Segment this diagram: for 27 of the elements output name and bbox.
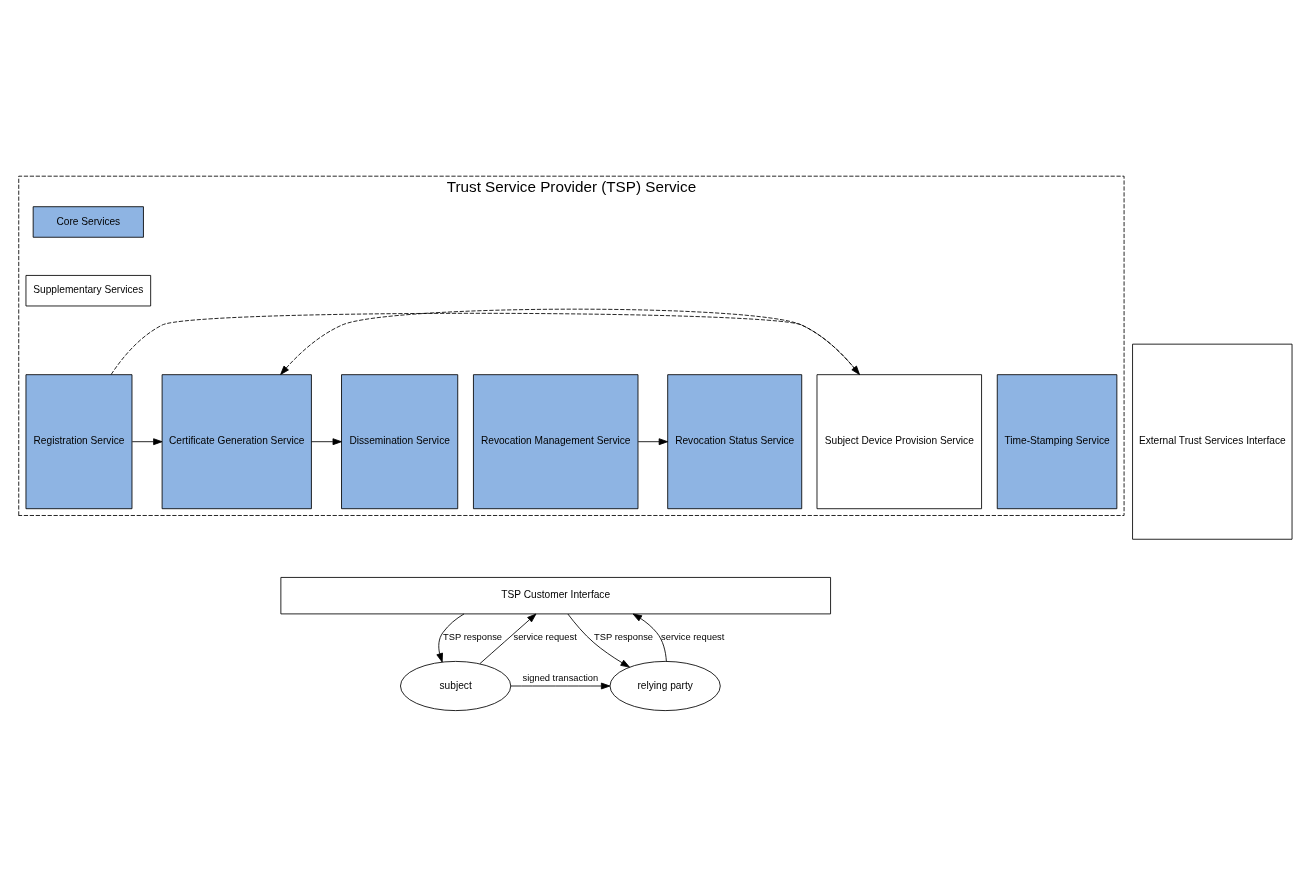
- node-ellipse: subject: [400, 660, 512, 711]
- node-box: Certificate Generation Service: [161, 373, 312, 509]
- node-box: Registration Service: [25, 373, 133, 509]
- arrow: [637, 437, 669, 445]
- legend-label: Core Services: [56, 215, 121, 227]
- edge-label: TSP response: [594, 631, 654, 642]
- arrow: [311, 437, 342, 445]
- node-box: External Trust Services Interface: [1132, 343, 1293, 540]
- arrow: [479, 613, 537, 664]
- legend-label: Supplementary Services: [33, 283, 144, 295]
- arrow: [632, 613, 667, 662]
- arrow: [436, 613, 465, 662]
- node-box: Subject Device Provision Service: [816, 373, 982, 509]
- node-box: Dissemination Service: [341, 373, 459, 509]
- edge-label: service request: [513, 631, 577, 642]
- node-box: Revocation Management Service: [473, 373, 639, 509]
- edge-label: signed transaction: [522, 672, 599, 683]
- arrow: [110, 312, 860, 375]
- node-box: TSP Customer Interface: [280, 576, 831, 614]
- arrow: [510, 682, 611, 689]
- arrow: [567, 613, 630, 668]
- node-box: Time-Stamping Service: [996, 373, 1118, 509]
- edge-label: service request: [661, 631, 725, 642]
- arrow: [131, 437, 163, 445]
- edge-label: TSP response: [443, 631, 503, 642]
- arrow: [280, 308, 860, 375]
- node-box: Revocation Status Service: [667, 373, 803, 509]
